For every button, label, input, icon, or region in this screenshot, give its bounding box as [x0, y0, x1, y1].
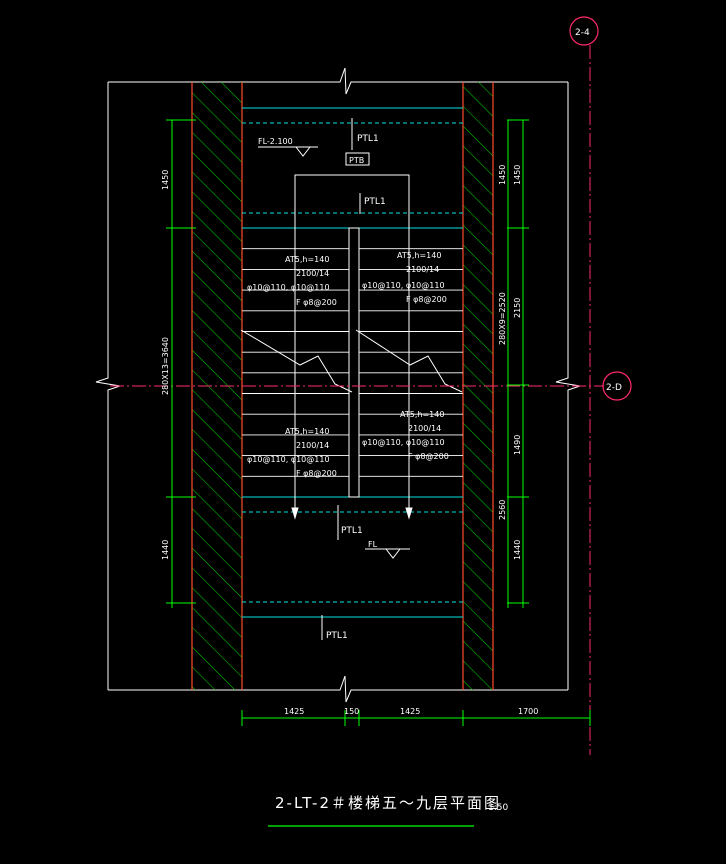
svg-text:2100/14: 2100/14	[296, 269, 329, 278]
svg-text:AT5,h=140: AT5,h=140	[285, 427, 329, 436]
level-text-top: FL-2.100	[258, 137, 293, 146]
dim-right-outer-4: 1440	[513, 540, 522, 560]
dim-bottom-3: 1425	[400, 707, 420, 716]
axis-bubble-horizontal	[602, 371, 632, 401]
level-mark-bottom	[365, 548, 410, 559]
beam-markers	[321, 118, 361, 640]
svg-text:AT5,h=140: AT5,h=140	[397, 251, 441, 260]
axis-bubble-vertical	[569, 16, 599, 46]
flight-note-3: AT5,h=140 2100/14 φ10@110, φ10@110 F φ8@…	[247, 427, 337, 478]
drawing-scale: 1:50	[488, 803, 508, 813]
flight-note-2: AT5,h=140 2100/14 φ10@110, φ10@110 F φ8@…	[362, 251, 447, 304]
svg-text:φ10@110, φ10@110: φ10@110, φ10@110	[247, 283, 330, 292]
svg-text:φ10@110, φ10@110: φ10@110, φ10@110	[247, 455, 330, 464]
ptl-lower-label: PTL1	[341, 526, 363, 536]
dim-left-top: 1450	[161, 170, 170, 190]
stair-handrail	[240, 174, 463, 498]
stair-steps	[242, 248, 463, 477]
dim-right-inner-2: 280X9=2520	[498, 292, 507, 345]
dim-right-inner-1: 1450	[498, 165, 507, 185]
svg-text:2100/14: 2100/14	[406, 265, 439, 274]
level-text-bottom: FL	[368, 540, 378, 549]
drawing-title: 2-LT-2＃楼梯五～九层平面图	[275, 794, 501, 812]
walk-arrows	[291, 175, 413, 520]
ptb-box	[345, 152, 370, 166]
dim-right-inner-3: 2560	[498, 500, 507, 520]
dim-bottom-1: 1425	[284, 707, 304, 716]
svg-text:φ10@110, φ10@110: φ10@110, φ10@110	[362, 438, 445, 447]
dimension-lines	[166, 119, 591, 726]
svg-text:AT5,h=140: AT5,h=140	[285, 255, 329, 264]
flight-note-1: AT5,h=140 2100/14 φ10@110, φ10@110 F φ8@…	[247, 255, 337, 307]
landing-lines	[242, 107, 463, 618]
svg-text:AT5,h=140: AT5,h=140	[400, 410, 444, 419]
dim-right-outer-2: 2150	[513, 298, 522, 318]
flight-note-4: AT5,h=140 2100/14 φ10@110, φ10@110 F φ8@…	[362, 410, 449, 461]
dim-left-mid: 280X13=3640	[161, 337, 170, 395]
dim-bottom-2: 150	[344, 707, 359, 716]
dim-left-bottom: 1440	[161, 540, 170, 560]
axis-label-vertical: 2-4	[575, 28, 590, 38]
dim-bottom-4: 1700	[518, 707, 538, 716]
svg-text:F φ8@200: F φ8@200	[408, 452, 449, 461]
svg-text:F φ8@200: F φ8@200	[296, 298, 337, 307]
axis-label-horizontal: 2-D	[606, 383, 622, 393]
ptl-mid-label: PTL1	[364, 197, 386, 207]
ptb-label: PTB	[349, 156, 364, 165]
svg-text:φ10@110, φ10@110: φ10@110, φ10@110	[362, 281, 445, 290]
dim-right-outer-1: 1450	[513, 165, 522, 185]
dim-right-outer-3: 1490	[513, 435, 522, 455]
ptl-bottom-label: PTL1	[326, 631, 348, 641]
level-mark-top	[258, 146, 318, 157]
grid-axis-lines	[110, 45, 604, 755]
ptl-top-label: PTL1	[357, 134, 379, 144]
svg-text:F φ8@200: F φ8@200	[296, 469, 337, 478]
svg-text:2100/14: 2100/14	[296, 441, 329, 450]
outer-outline	[95, 67, 581, 703]
svg-text:2100/14: 2100/14	[408, 424, 441, 433]
svg-text:F φ8@200: F φ8@200	[406, 295, 447, 304]
